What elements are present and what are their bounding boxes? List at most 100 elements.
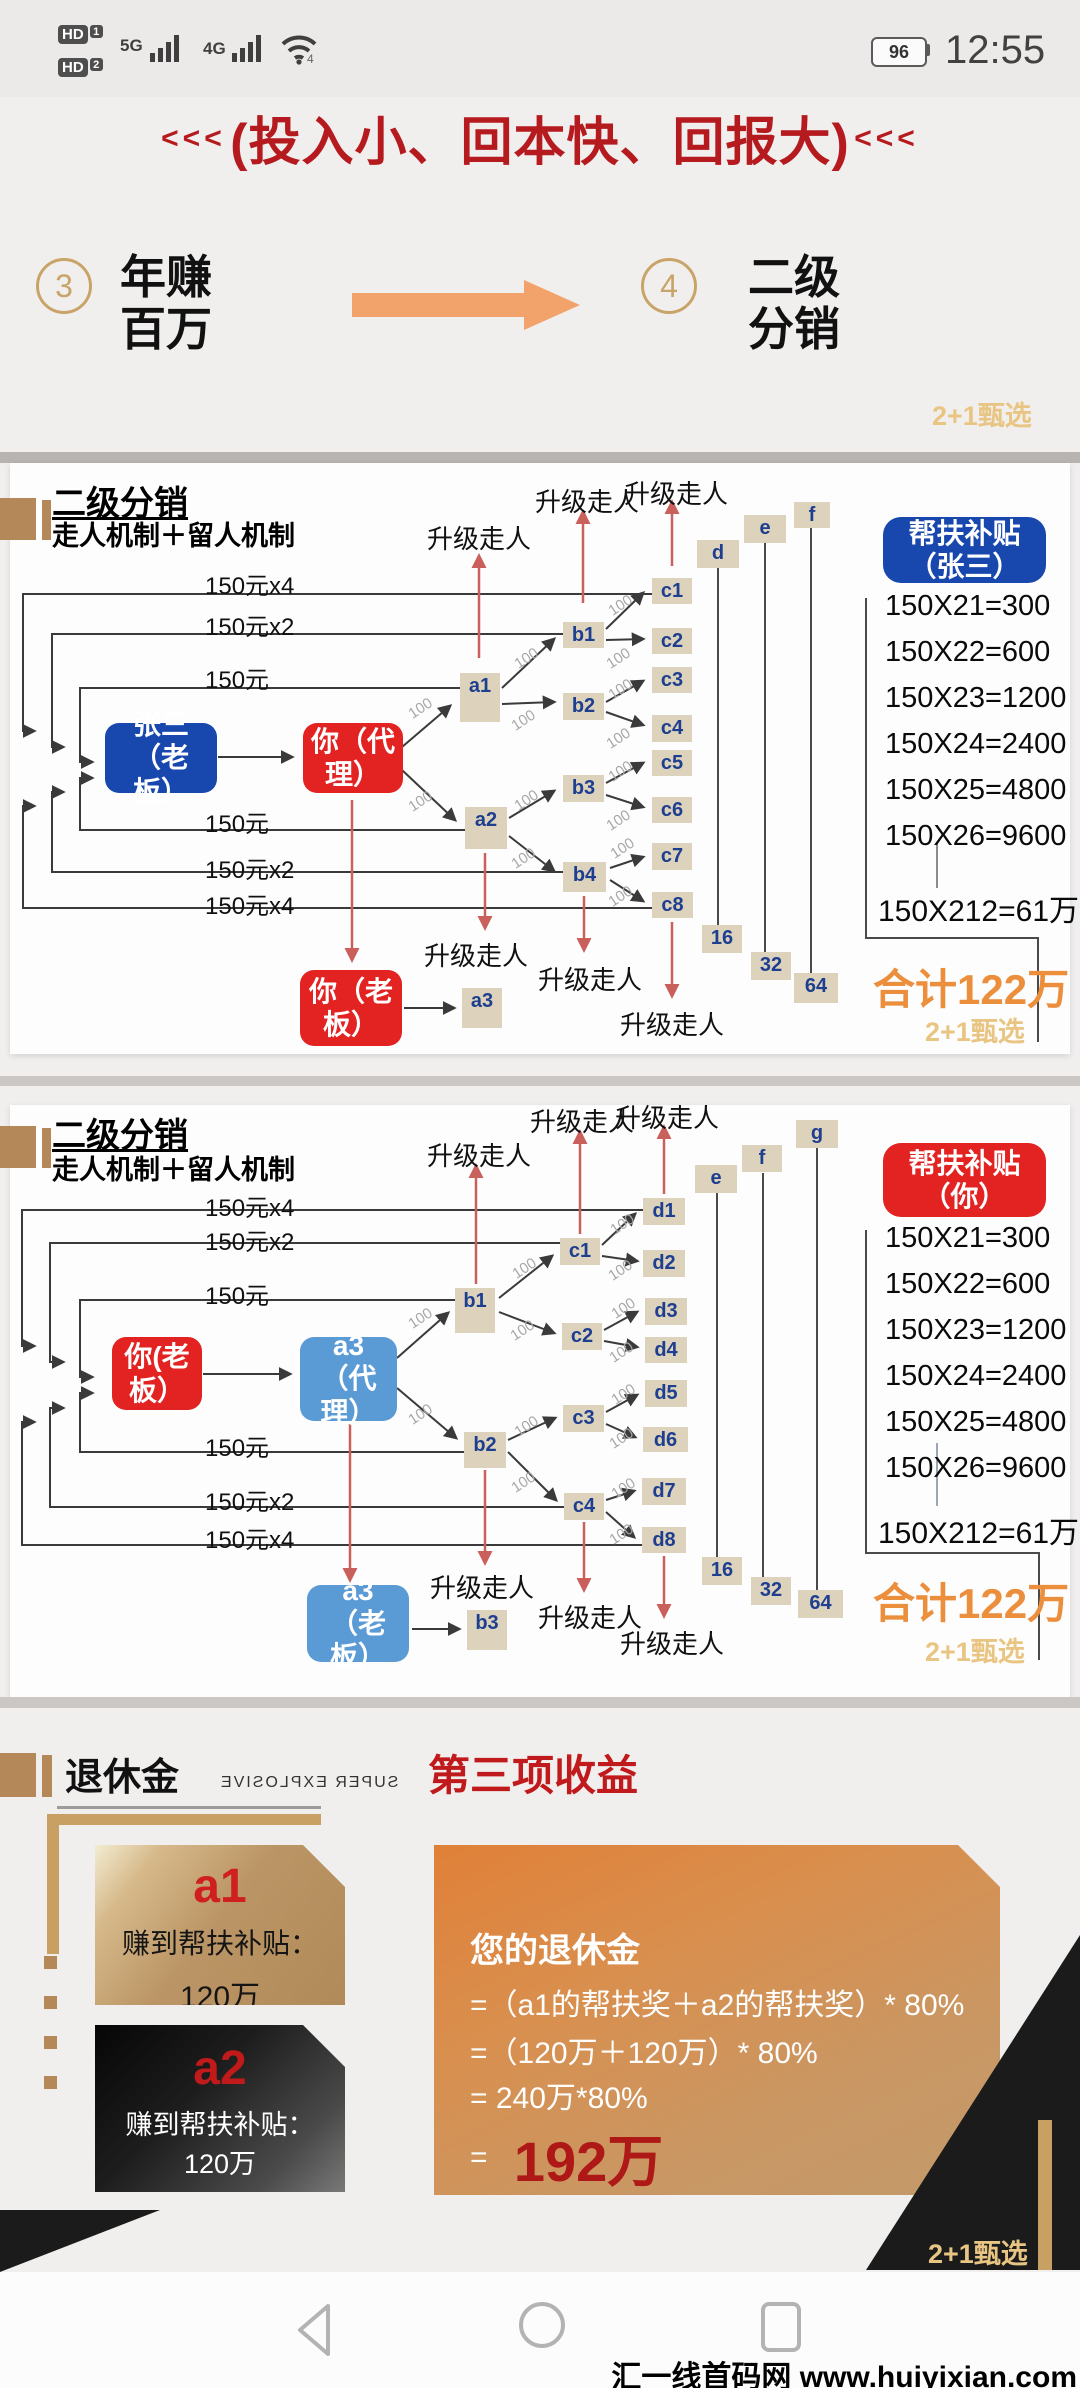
tree-node-c4: c4 [564,1493,604,1520]
tree-node-c7: c7 [652,843,692,870]
fee-label-x4: 150元x4 [205,893,295,920]
network-5g-label: 5G [120,36,143,55]
tree-node-c3: c3 [563,1405,604,1432]
panel1-subtitle: 走人机制＋留人机制 [52,521,295,551]
step4-line1: 二级 [748,251,840,303]
promote-label: 升级走人 [538,965,643,995]
node-a3-agent: a3（代理） [300,1330,397,1428]
tree-node-c6: c6 [652,797,692,823]
card-a1-subsidy: a1 赚到帮扶补贴： 120万 [95,1845,345,2005]
status-bar: HD 1 HD 2 5G 4G 4 96 12:55 [0,0,1080,97]
tree-node-b3: b3 [563,775,604,802]
fee-label-x2: 150元x2 [205,614,295,641]
nav-back-button[interactable] [292,2300,336,2360]
panel1-title: 二级分销 [52,485,188,523]
tree-node-a3: a3 [462,988,502,1028]
payout-line: 150X24=2400 [885,1360,1067,1392]
watermark-text: 汇一线首码网 www.huiyixian.com [611,2361,1077,2388]
tree-node-d3: d3 [645,1298,687,1325]
payout-line: 150X24=2400 [885,728,1067,760]
subsidy-box-you: 帮扶补贴（你） [883,1143,1046,1217]
tree-node-16: 16 [702,1557,742,1585]
payout-total-line-2: 150X212=61万 [878,1517,1080,1550]
node-you-boss: 你（老板） [300,970,402,1046]
corner-decoration-bottom-right [866,1935,1080,2270]
step3-number: 3 [55,267,73,304]
tree-node-d5: d5 [645,1380,687,1407]
payout-total-line-1: 150X212=61万 [878,895,1080,928]
dot-square [44,2076,57,2089]
card-pension-calc: 您的退休金 =（a1的帮扶奖＋a2的帮扶奖）* 80% =（120万＋120万）… [434,1845,1000,2195]
promote-label: 升级走人 [624,479,729,509]
section-divider [0,452,1080,463]
panel2-marker-square [0,1126,36,1168]
fee-label: 150元 [205,1435,270,1462]
tree-node-c5: c5 [652,750,692,776]
forward-arrow [352,280,580,330]
payout-list-2: 150X21=300 150X22=600 150X23=1200 150X24… [885,1220,1066,1496]
tree-node-a2: a2 [465,807,507,849]
panel2-title: 二级分销 [52,1117,188,1155]
dot-square [44,1956,57,1969]
step4-number: 4 [660,267,678,304]
signal-bars-1-icon [150,34,179,62]
card-a2-text: 赚到帮扶补贴：120万 [125,2110,315,2180]
tree-node-g: g [796,1120,838,1148]
brand-badge: 2+1甄选 [925,1017,1025,1047]
node-boss-zhangsan: 张三（老板） [105,709,217,807]
tree-node-c8: c8 [652,892,693,918]
payout-line: 150X26=9600 [885,1452,1067,1484]
nav-recents-button[interactable] [758,2300,804,2354]
tree-node-d8: d8 [642,1527,686,1553]
tree-node-b1: b1 [563,622,604,648]
step4-circle: 4 [641,258,697,314]
payout-line: 150X26=9600 [885,820,1067,852]
hd2-icon: HD 2 [58,58,103,77]
battery-icon: 96 [871,37,927,67]
tree-node-d7: d7 [642,1478,686,1505]
nav-home-button[interactable] [517,2300,567,2350]
tree-node-d4: d4 [645,1337,687,1363]
step4-label: 二级 分销 [748,251,840,356]
banner-title: <<< (投入小、回本快、回报大) <<< [0,100,1080,175]
tree-node-b4: b4 [563,862,606,892]
banner-chevrons-right: <<< [854,122,919,155]
promote-label: 升级走人 [530,1107,635,1137]
tree-node-b2: b2 [563,693,604,720]
card-a1-text: 赚到帮扶补贴： [121,1928,318,1959]
step3-line1: 年赚 [120,251,212,303]
panel1-marker-square [0,498,36,540]
tree-node-b2: b2 [464,1432,506,1468]
wifi-gen-badge: 4 [307,52,314,66]
fee-label-x4: 150元x4 [205,573,295,600]
hd-label: HD [58,58,88,77]
panel2-marker-bar [42,1128,51,1168]
promote-label: 升级走人 [424,941,529,971]
payout-line: 150X25=4800 [885,774,1067,806]
gold-bracket-left [47,1814,59,1954]
signal-bars-2-icon [232,34,261,62]
dot-square [44,1996,57,2009]
retire-title: 退休金 [65,1757,180,1799]
tree-node-d1: d1 [643,1198,685,1225]
gold-bracket-top [47,1814,321,1825]
promote-label: 升级走人 [538,1603,643,1633]
payout-line: 150X21=300 [885,590,1051,622]
equals-sign: = [470,2141,488,2174]
pension-title: 您的退休金 [470,1932,640,1970]
battery-percent: 96 [888,41,910,62]
subsidy-box-zhangsan: 帮扶补贴（张三） [883,517,1046,583]
retire-marker-square [0,1753,36,1797]
fee-label-x2: 150元x2 [205,857,295,884]
card-a2-label: a2 [193,2042,247,2095]
promote-label: 升级走人 [427,1141,532,1171]
payout-line: 150X23=1200 [885,1314,1067,1346]
tree-node-d6: d6 [643,1427,688,1452]
tree-node-c2: c2 [562,1323,602,1350]
tree-node-c3: c3 [652,667,692,693]
hd1-icon: HD 1 [58,25,103,44]
clock-time: 12:55 [945,28,1046,72]
navigation-bar [0,2272,1080,2388]
tree-node-32: 32 [751,1577,791,1605]
